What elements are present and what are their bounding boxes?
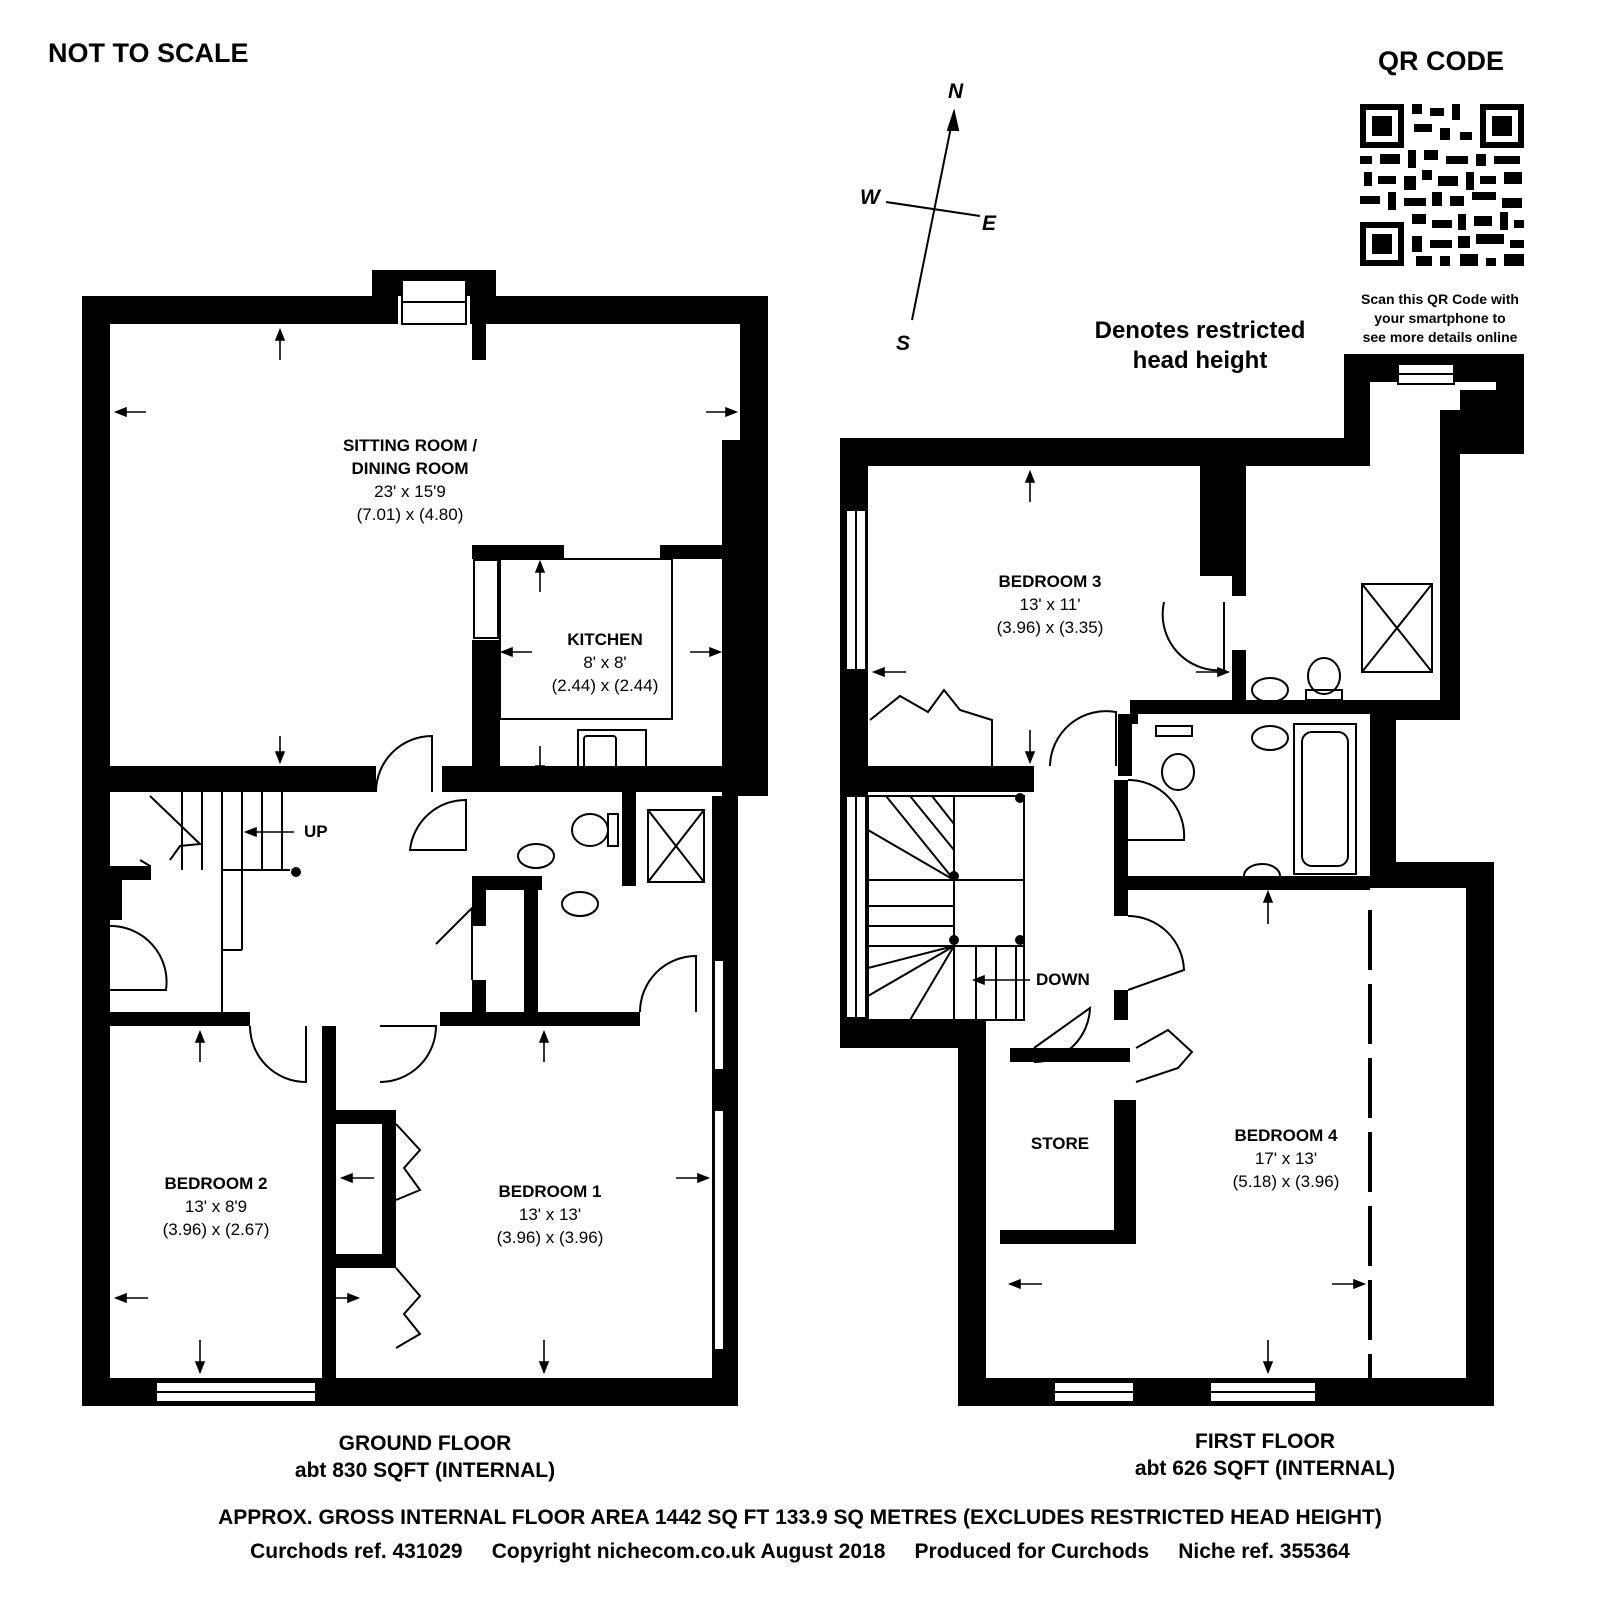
compass-south-label: S [896, 332, 911, 355]
room-bedroom-2: BEDROOM 2 13' x 8'9 (3.96) x (2.67) [126, 1172, 306, 1241]
room-metric: (3.96) x (3.35) [996, 618, 1104, 637]
qr-code-title: QR CODE [1378, 46, 1505, 76]
compass-west-label: W [860, 186, 880, 209]
room-store: STORE [1000, 1132, 1120, 1155]
room-bedroom-3: BEDROOM 3 13' x 11' (3.96) x (3.35) [960, 570, 1140, 639]
room-name: BEDROOM 3 [998, 572, 1102, 591]
room-imperial: 23' x 15'9 [374, 482, 446, 501]
ground-floor-windows [155, 279, 725, 1403]
room-metric: (7.01) x (4.80) [356, 505, 464, 524]
first-floor-fixtures [867, 583, 1433, 1378]
first-floor-walls [840, 354, 1524, 1406]
legend-line-2: head height [1132, 347, 1268, 374]
first-floor-area: abt 626 SQFT (INTERNAL) [1134, 1457, 1396, 1480]
room-kitchen: KITCHEN 8' x 8' (2.44) x (2.44) [530, 628, 680, 697]
room-metric: (3.96) x (2.67) [162, 1220, 270, 1239]
room-name: STORE [1030, 1134, 1090, 1153]
restricted-head-height-legend: Denotes restricted head height [1060, 316, 1340, 376]
newel-post [291, 867, 301, 877]
first-floor-caption: FIRST FLOOR abt 626 SQFT (INTERNAL) [1070, 1428, 1460, 1482]
room-imperial: 8' x 8' [583, 653, 627, 672]
room-metric: (3.96) x (3.96) [496, 1228, 604, 1247]
room-sitting-dining: SITTING ROOM / DINING ROOM 23' x 15'9 (7… [290, 434, 530, 526]
first-floor-title: FIRST FLOOR [1195, 1430, 1335, 1453]
dimension-arrows [113, 327, 1367, 1375]
legend-line-1: Denotes restricted [1094, 317, 1306, 344]
gross-area-note: APPROX. GROSS INTERNAL FLOOR AREA 1442 S… [218, 1506, 1382, 1529]
room-imperial: 17' x 13' [1254, 1149, 1318, 1168]
room-imperial: 13' x 11' [1019, 595, 1081, 614]
room-metric: (2.44) x (2.44) [551, 676, 659, 695]
room-imperial: 13' x 8'9 [184, 1197, 248, 1216]
qr-code-image [1360, 104, 1524, 266]
qr-caption-line-3: see more details online [1362, 329, 1518, 345]
first-floor-windows [845, 363, 1455, 1403]
room-name: BEDROOM 4 [1234, 1126, 1338, 1145]
room-name: KITCHEN [567, 630, 643, 649]
ground-floor-area: abt 830 SQFT (INTERNAL) [294, 1459, 556, 1482]
stairs-down-label: DOWN [1036, 970, 1090, 989]
ground-floor-caption: GROUND FLOOR abt 830 SQFT (INTERNAL) [230, 1430, 620, 1484]
compass-rose [885, 108, 981, 321]
room-name-line-2: DINING ROOM [351, 459, 469, 478]
ground-floor-fixtures [109, 558, 705, 1349]
not-to-scale-note: NOT TO SCALE [48, 38, 249, 68]
room-bedroom-1: BEDROOM 1 13' x 13' (3.96) x (3.96) [460, 1180, 640, 1249]
compass-north-label: N [948, 80, 964, 103]
room-name: BEDROOM 2 [164, 1174, 268, 1193]
compass-east-label: E [982, 212, 997, 235]
room-bedroom-4: BEDROOM 4 17' x 13' (5.18) x (3.96) [1196, 1124, 1376, 1193]
qr-code-caption: Scan this QR Code with your smartphone t… [1330, 290, 1550, 347]
qr-caption-line-2: your smartphone to [1374, 310, 1506, 326]
reference-line: Curchods ref. 431029 Copyright nichecom.… [250, 1540, 1350, 1563]
room-name: BEDROOM 1 [498, 1182, 602, 1201]
ground-floor-title: GROUND FLOOR [338, 1432, 512, 1455]
room-metric: (5.18) x (3.96) [1232, 1172, 1340, 1191]
stairs-up-label: UP [304, 822, 328, 841]
room-imperial: 13' x 13' [518, 1205, 582, 1224]
room-name-line-1: SITTING ROOM / [342, 436, 478, 455]
qr-caption-line-1: Scan this QR Code with [1361, 291, 1519, 307]
stair-posts [949, 793, 1025, 945]
